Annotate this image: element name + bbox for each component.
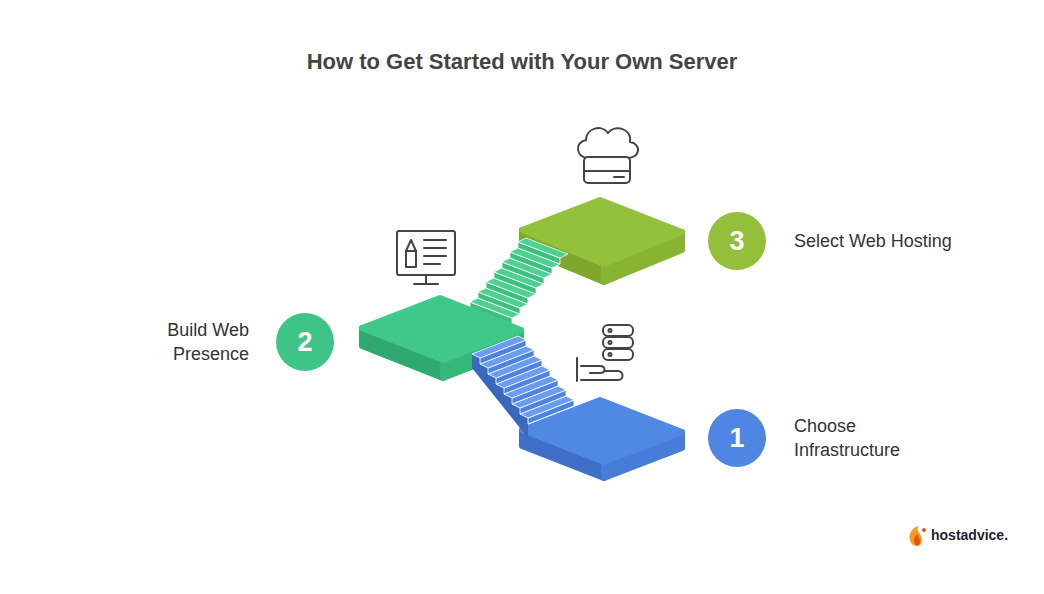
stair-tread (518, 238, 568, 258)
step-number: 3 (708, 212, 766, 270)
step-circle: 3Select Web Hosting (708, 212, 766, 270)
logo-icon (910, 526, 926, 546)
diagram-title: How to Get Started with Your Own Server (0, 49, 1044, 75)
watermark: hostadvice. (931, 527, 1008, 543)
step-number: 2 (276, 313, 334, 371)
step-label: Build Web Presence (149, 318, 249, 366)
step-label: Select Web Hosting (794, 229, 994, 253)
step-label: Choose Infrastructure (794, 414, 924, 462)
step-platform (522, 400, 682, 478)
monitor-icon (397, 231, 455, 284)
cloud-server-icon (578, 128, 638, 183)
server-hand-icon (577, 325, 633, 381)
step-number: 1 (708, 409, 766, 467)
step-circle: 1Choose Infrastructure (708, 409, 766, 467)
staircase (472, 336, 574, 438)
stair-tread (472, 336, 526, 358)
step-circle: 2Build Web Presence (276, 313, 334, 371)
staircase (470, 238, 568, 324)
